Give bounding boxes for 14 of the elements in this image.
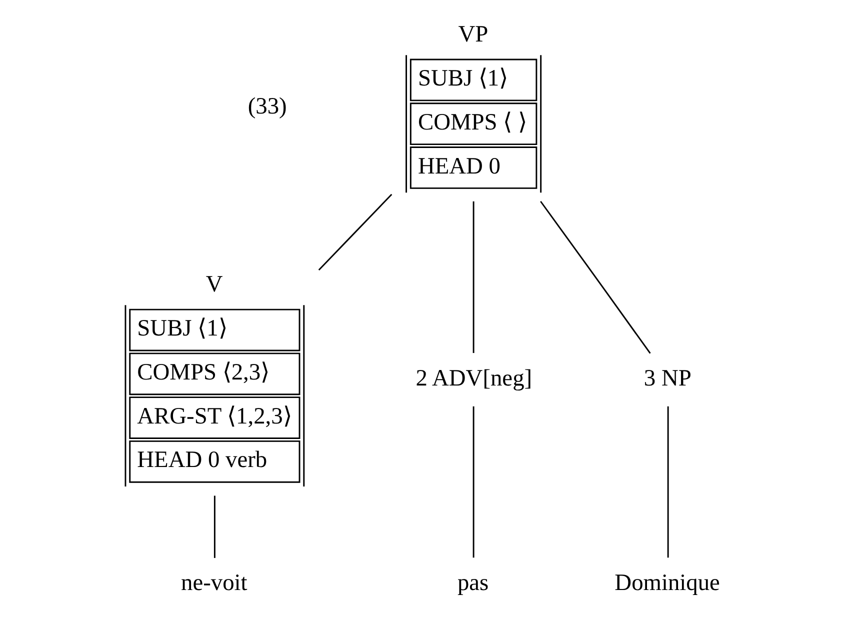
node-text: Dominique [614,570,720,596]
node-text: 2 ADV[neg] [415,365,532,392]
node-text: ne-voit [180,570,247,596]
connector [318,194,392,271]
connector [472,201,474,353]
node-label: VP [458,22,488,48]
connector [472,406,474,558]
connector [213,496,215,558]
label: (33) [247,93,286,120]
connector [540,200,650,354]
node-text: 3 NP [643,365,691,392]
node-label: V [205,272,222,298]
node-text: pas [456,570,488,596]
connector [666,406,668,558]
